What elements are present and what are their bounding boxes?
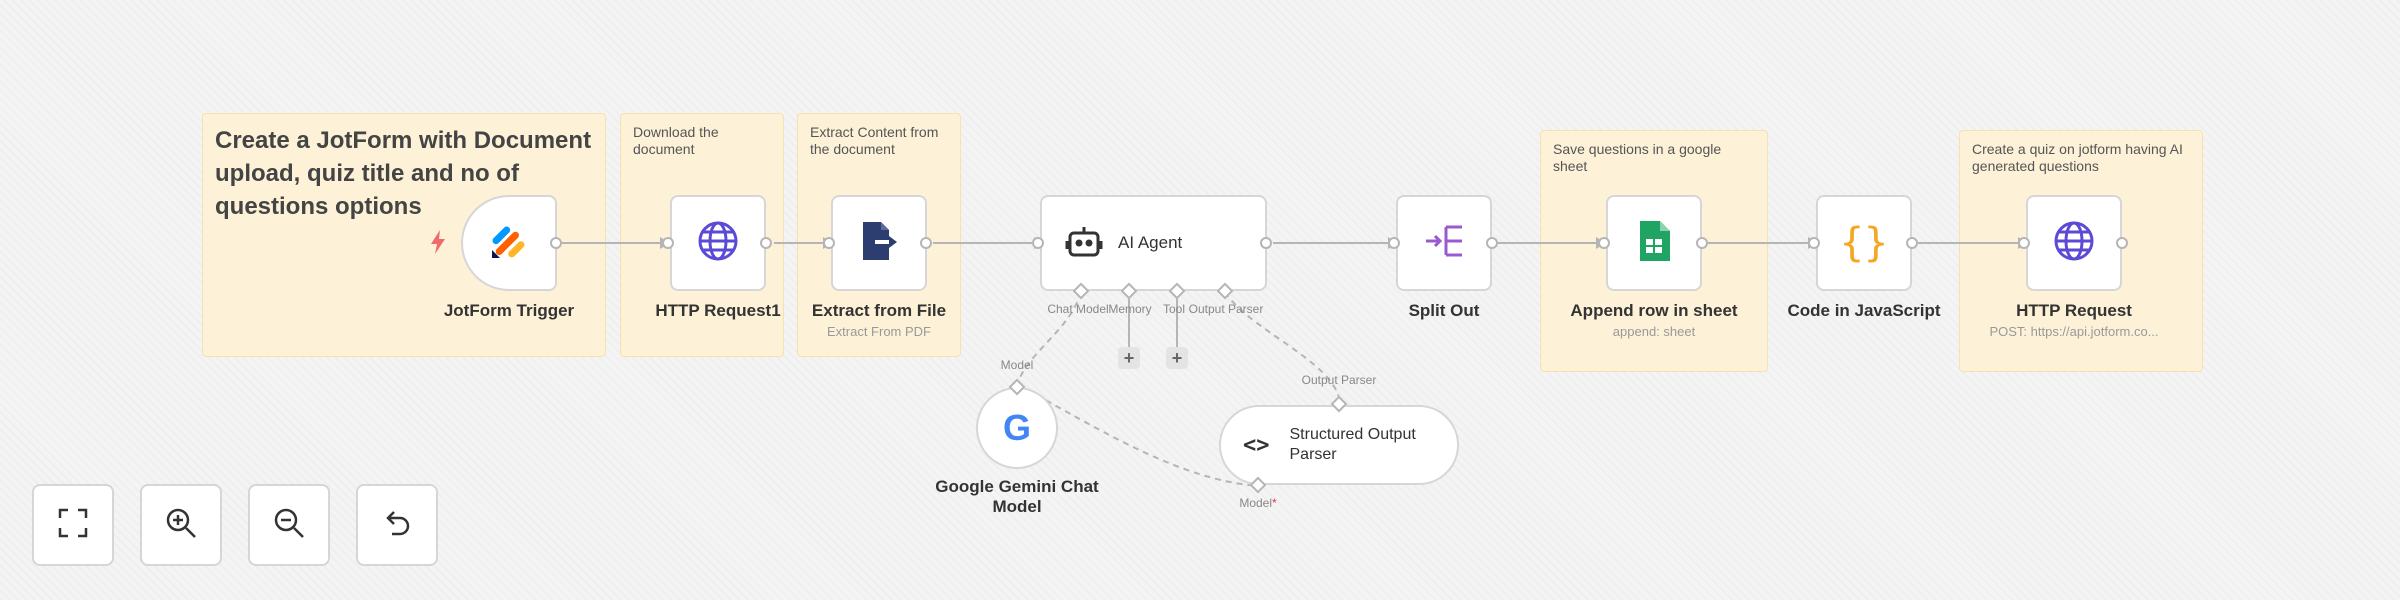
sticky-note-text: Extract Content from the document — [810, 124, 939, 157]
output-handle[interactable] — [2116, 237, 2128, 249]
fit-view-button[interactable] — [32, 484, 114, 566]
port-label-output-parser-in: Output Parser — [1301, 373, 1377, 387]
node-label: Split Out — [1408, 301, 1480, 320]
input-handle[interactable] — [823, 237, 835, 249]
ai-agent-node[interactable]: AI Agent — [1040, 195, 1267, 291]
chat-model-connection — [1016, 291, 1082, 385]
output-handle[interactable] — [760, 237, 772, 249]
jotform-trigger-node[interactable] — [461, 195, 557, 291]
http-request1-node[interactable] — [670, 195, 766, 291]
node-sublabel: POST: https://api.jotform.co... — [1989, 324, 2159, 339]
port-label-tool: Tool — [1162, 302, 1186, 316]
structured-output-parser-node[interactable]: <> Structured Output Parser — [1219, 405, 1459, 485]
code-brackets-icon: <> — [1243, 432, 1270, 458]
node-label: HTTP Request — [2016, 301, 2132, 320]
port-label-memory: Memory — [1108, 302, 1152, 316]
reset-view-button[interactable] — [356, 484, 438, 566]
code-javascript-node[interactable]: {} — [1816, 195, 1912, 291]
node-label: Extract from File — [811, 301, 947, 320]
zoom-out-icon — [273, 507, 305, 544]
sticky-note-extract[interactable]: Extract Content from the document — [797, 113, 961, 357]
file-export-icon — [859, 220, 899, 267]
input-handle[interactable] — [1388, 237, 1400, 249]
undo-icon — [382, 508, 412, 543]
code-braces-icon: {} — [1839, 220, 1889, 266]
output-handle[interactable] — [550, 237, 562, 249]
split-icon — [1424, 223, 1464, 264]
sticky-note-text: Download the document — [633, 124, 719, 157]
http-request-node[interactable] — [2026, 195, 2122, 291]
node-label: AI Agent — [1118, 233, 1183, 252]
fullscreen-icon — [58, 508, 88, 543]
lightning-icon — [430, 230, 446, 259]
robot-icon — [1065, 225, 1103, 262]
node-label: Code in JavaScript — [1787, 301, 1941, 320]
node-label: Google Gemini Chat Model — [935, 477, 1099, 516]
output-handle[interactable] — [920, 237, 932, 249]
input-handle[interactable] — [2018, 237, 2030, 249]
output-handle[interactable] — [1486, 237, 1498, 249]
port-label-chat-model: Chat Model — [1047, 302, 1109, 316]
split-out-node[interactable] — [1396, 195, 1492, 291]
output-parser-connection — [1224, 291, 1340, 399]
jotform-logo-icon — [488, 220, 530, 267]
zoom-out-button[interactable] — [248, 484, 330, 566]
gemini-chat-model-node[interactable]: G — [976, 387, 1058, 469]
google-g-icon: G — [1002, 407, 1031, 448]
zoom-in-button[interactable] — [140, 484, 222, 566]
add-memory-button[interactable]: + — [1118, 347, 1140, 369]
sticky-note-text: Create a JotForm with Document upload, q… — [215, 127, 592, 220]
sticky-note-text: Save questions in a google sheet — [1553, 141, 1722, 174]
extract-from-file-node[interactable] — [831, 195, 927, 291]
google-sheets-icon — [1638, 220, 1670, 266]
node-sublabel: Extract From PDF — [826, 324, 932, 339]
add-tool-button[interactable]: + — [1166, 347, 1188, 369]
input-handle[interactable] — [1598, 237, 1610, 249]
input-handle[interactable] — [662, 237, 674, 249]
output-handle[interactable] — [1696, 237, 1708, 249]
node-label: Append row in sheet — [1570, 301, 1738, 320]
node-label: JotForm Trigger — [443, 301, 575, 320]
node-sublabel: append: sheet — [1612, 324, 1696, 339]
node-label: HTTP Request1 — [655, 301, 781, 320]
append-row-node[interactable] — [1606, 195, 1702, 291]
output-handle[interactable] — [1906, 237, 1918, 249]
required-marker: * — [1272, 496, 1277, 510]
globe-icon — [2053, 220, 2095, 267]
port-label-model-text: Model — [1239, 496, 1273, 510]
port-label-model: Model — [1000, 358, 1034, 372]
zoom-in-icon — [165, 507, 197, 544]
port-label-model-required: Model* — [1239, 496, 1276, 510]
output-handle[interactable] — [1260, 237, 1272, 249]
sticky-note-text: Create a quiz on jotform having AI gener… — [1972, 141, 2183, 174]
input-handle[interactable] — [1032, 237, 1044, 249]
node-label: Structured Output Parser — [1289, 426, 1416, 463]
input-handle[interactable] — [1808, 237, 1820, 249]
port-label-output-parser: Output Parser — [1188, 302, 1264, 316]
globe-icon — [697, 220, 739, 267]
